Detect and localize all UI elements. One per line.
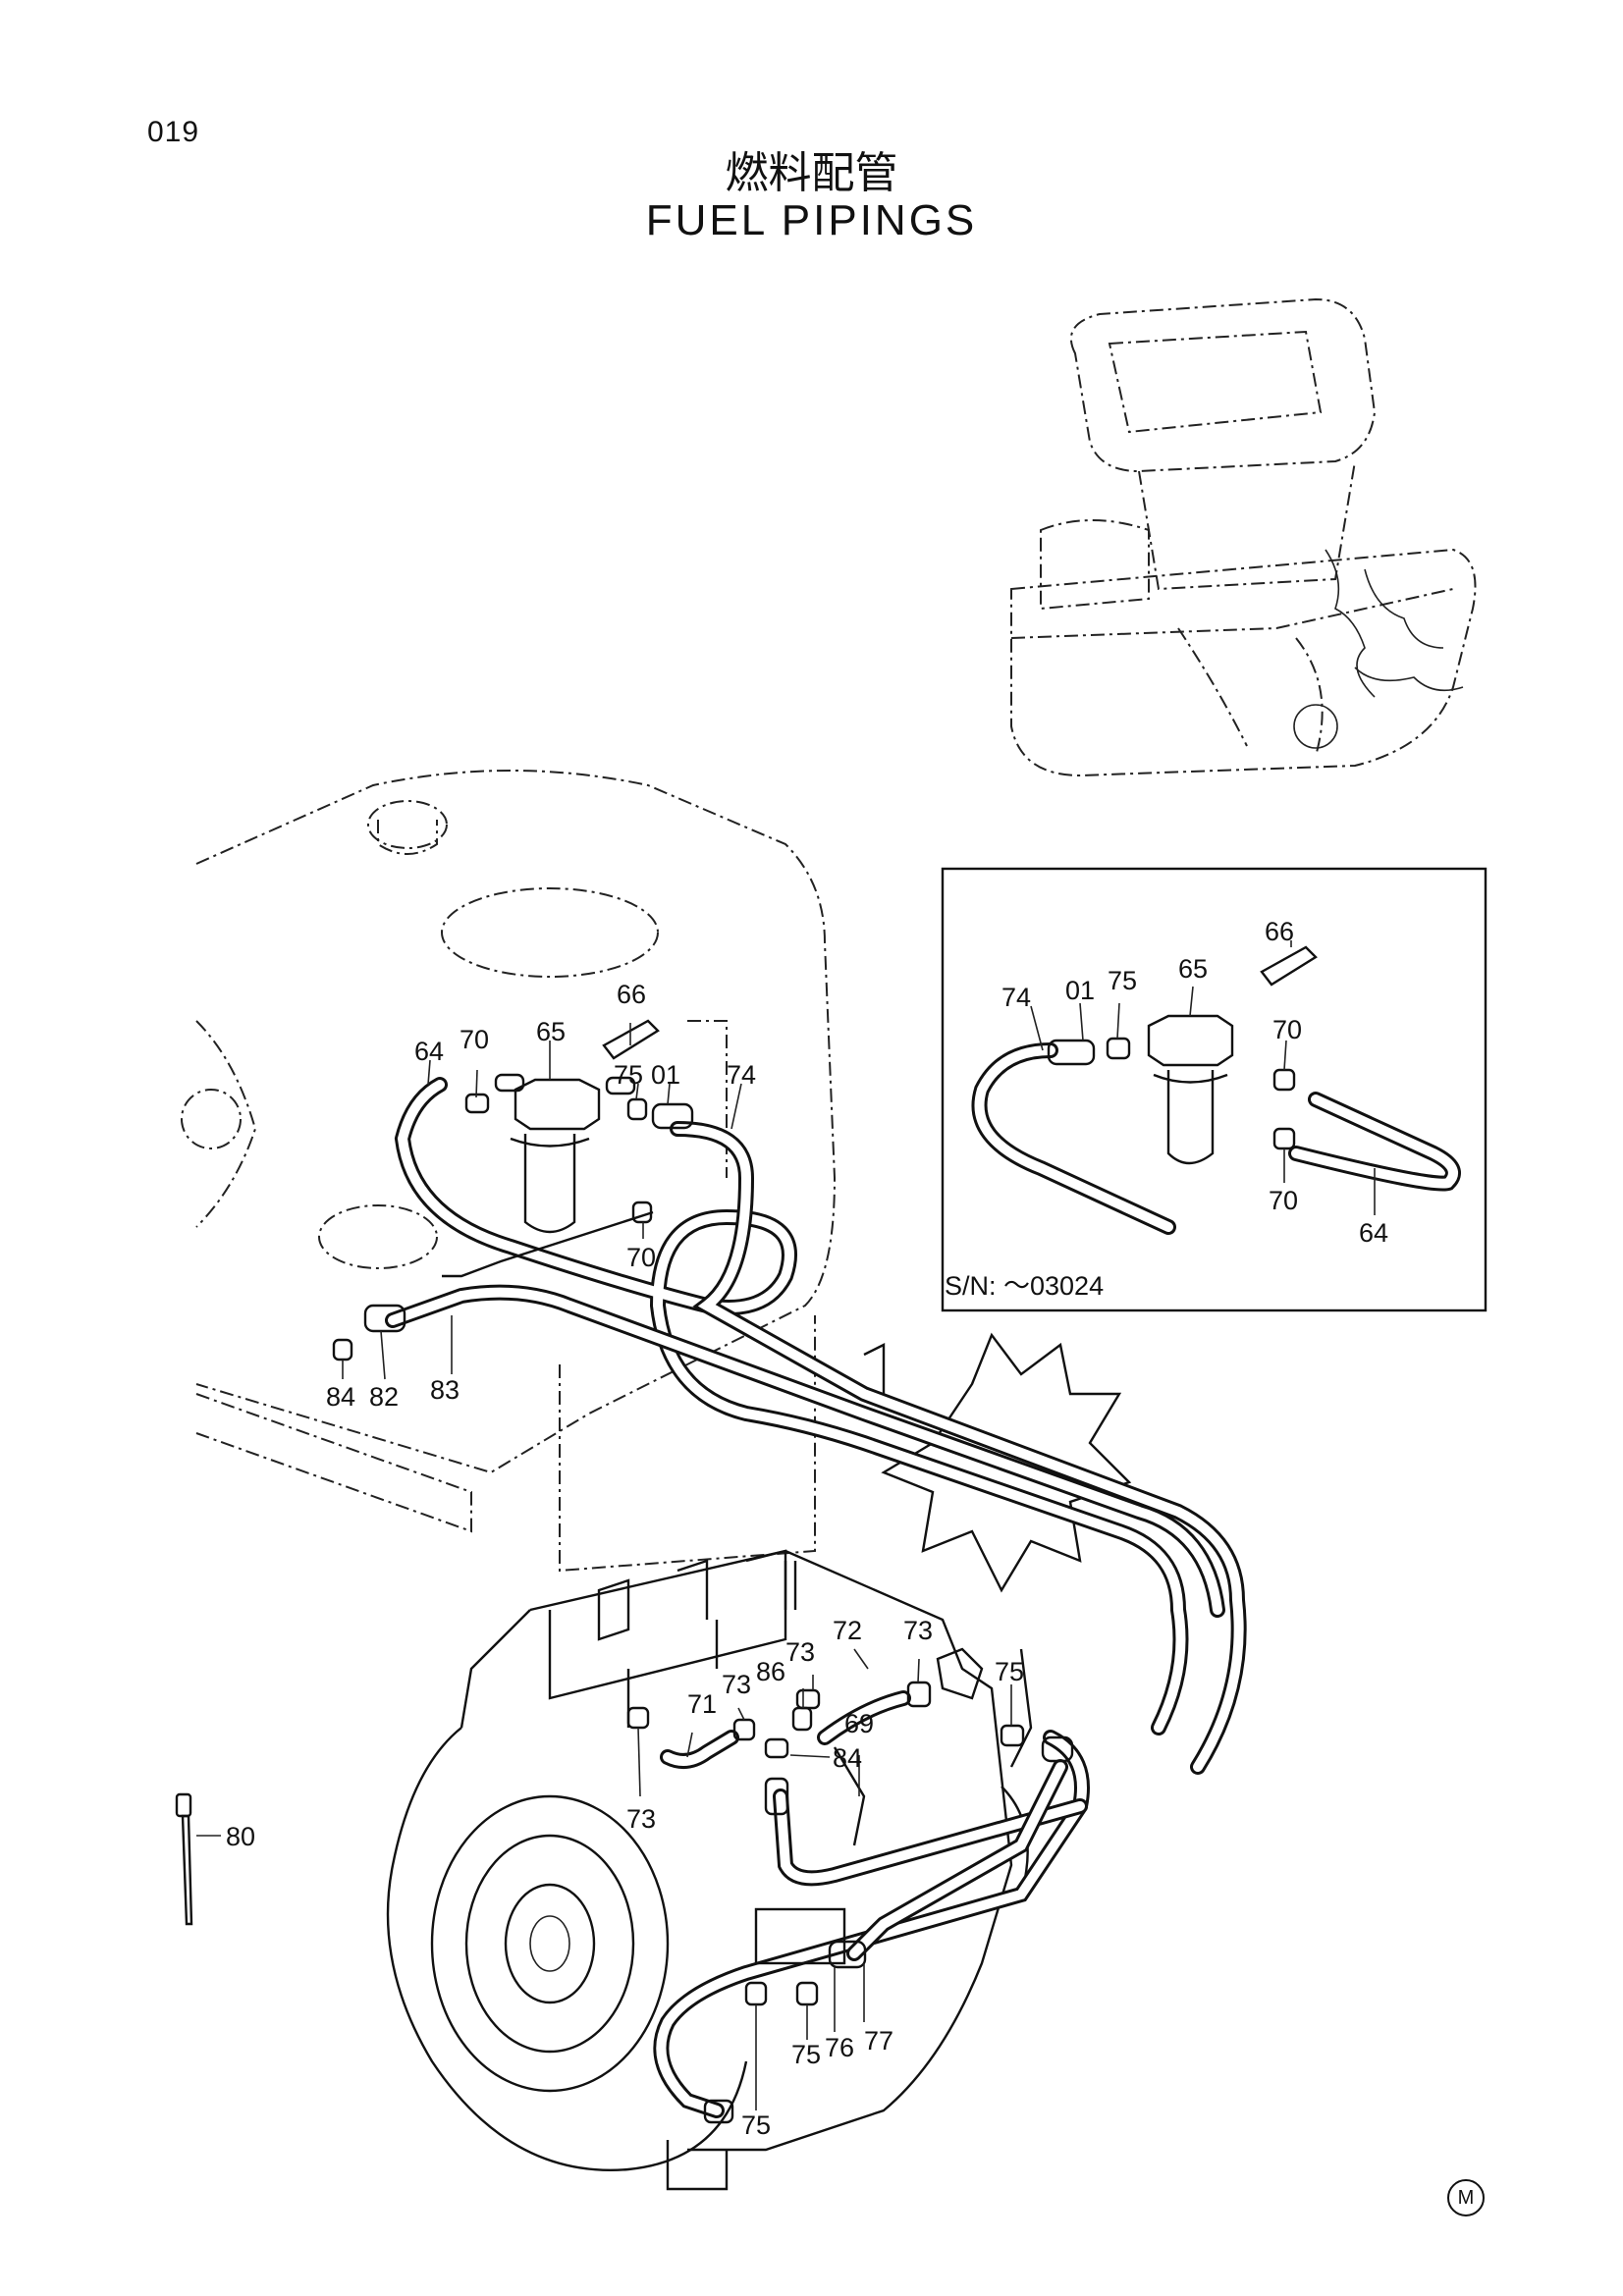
callout-74: 74 [727,1060,756,1090]
callout-72: 72 [833,1616,862,1645]
callout-80: 80 [226,1822,255,1851]
callout-71: 71 [687,1689,717,1719]
callout-73c: 73 [722,1670,751,1699]
inset-callout-70b: 70 [1269,1186,1298,1215]
title-japanese: 燃料配管 [725,148,898,198]
title-english: FUEL PIPINGS [645,196,978,244]
callout-65: 65 [536,1017,566,1046]
callout-66: 66 [617,980,646,1009]
engine-fuel-lines [626,1647,1090,2124]
inset-callout-01: 01 [1065,976,1095,1005]
callout-75a: 75 [995,1657,1024,1686]
callout-76: 76 [825,2033,854,2062]
callout-83: 83 [430,1375,460,1405]
callout-64: 64 [414,1037,444,1066]
page-number: 019 [147,116,200,148]
callout-01: 01 [651,1060,680,1090]
fuel-tank [181,770,837,1573]
callout-77: 77 [864,2026,893,2056]
cable-tie [175,1792,221,1926]
machine-overview [1010,297,1477,777]
leader-lines [342,940,1376,2110]
inset-callout-64: 64 [1359,1218,1388,1248]
callout-86: 86 [756,1657,785,1686]
inset-callout-65: 65 [1178,954,1208,984]
callout-75: 75 [614,1060,643,1090]
callout-84b: 84 [833,1743,862,1773]
inset-callout-74: 74 [1001,983,1031,1012]
inset-box [941,867,1488,1312]
callout-69: 69 [844,1709,874,1738]
inset-callout-75: 75 [1108,966,1137,995]
callout-70b: 70 [626,1243,656,1272]
engine [386,1332,1132,2191]
callout-75c: 75 [741,2110,771,2140]
callout-75b: 75 [791,2040,821,2069]
corner-mark: M [1447,2179,1485,2216]
inset-callout-70a: 70 [1272,1015,1302,1044]
callout-labels: 64 70 65 66 75 01 74 70 84 82 83 66 74 0… [226,917,1388,2140]
callout-73b: 73 [785,1637,815,1667]
upper-fuel-lines [332,1019,1247,1775]
inset-serial-number: S/N: ～03024 [945,1271,1105,1301]
callout-73a: 73 [903,1616,933,1645]
callout-84: 84 [326,1382,355,1412]
inset-callout-66: 66 [1265,917,1294,946]
callout-70: 70 [460,1025,489,1054]
callout-73d: 73 [626,1804,656,1834]
callout-82: 82 [369,1382,399,1412]
